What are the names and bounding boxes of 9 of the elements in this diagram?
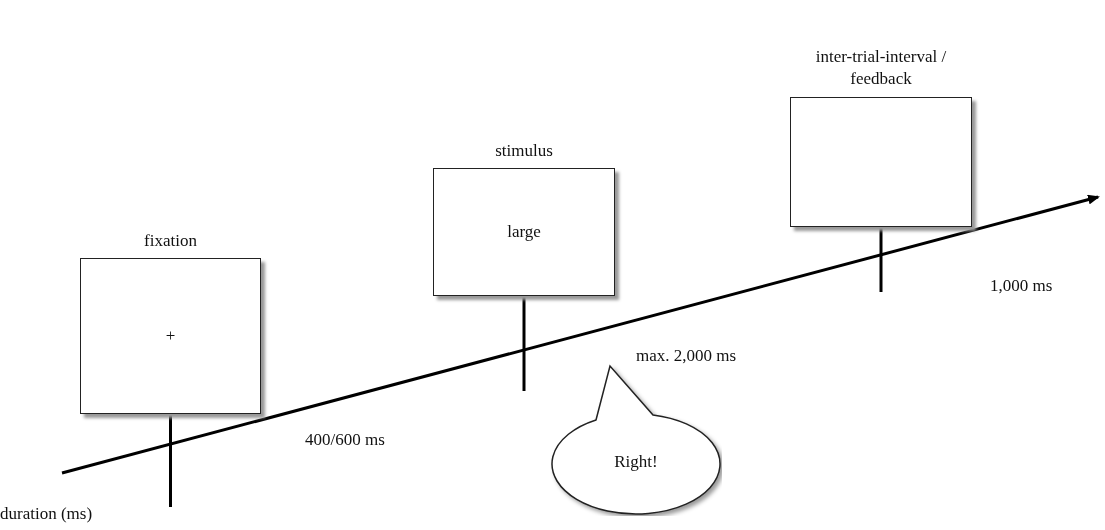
duration-label: max. 2,000 ms <box>636 346 737 366</box>
screen-heading: inter-trial-interval / feedback <box>814 46 948 90</box>
axis-label: duration (ms) <box>0 504 93 524</box>
screen-heading: stimulus <box>494 140 554 162</box>
screen-content-text: large <box>507 222 541 242</box>
duration-label: 1,000 ms <box>990 276 1053 296</box>
duration-label: 400/600 ms <box>305 430 385 450</box>
screen-content-text: + <box>165 326 176 346</box>
screen-heading: fixation <box>143 230 198 252</box>
